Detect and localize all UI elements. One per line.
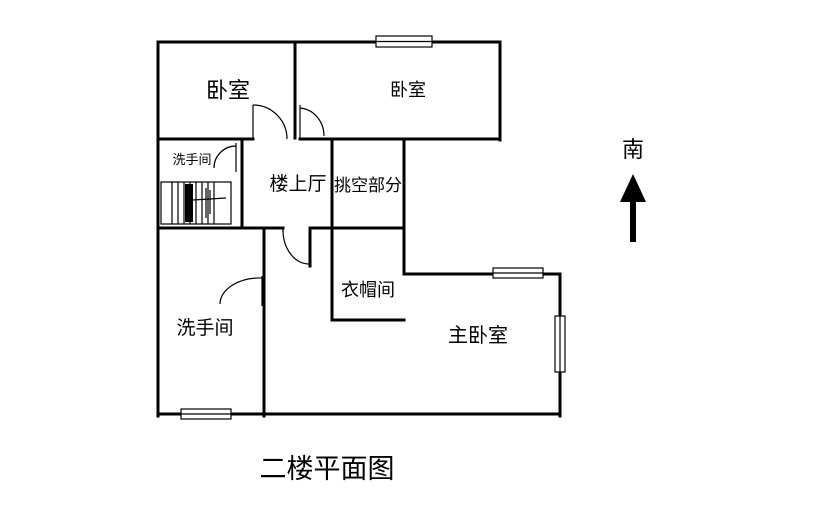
- room-label-master-bedroom: 主卧室: [448, 323, 508, 347]
- doors: [213, 104, 325, 306]
- compass-label: 南: [622, 138, 644, 163]
- room-label-washroom-small: 洗手间: [172, 153, 211, 168]
- north-arrow-icon: [620, 174, 646, 242]
- room-label-void-section: 挑空部分: [334, 176, 402, 196]
- room-label-cloakroom: 衣帽间: [341, 280, 395, 301]
- room-label-bedroom-right: 卧室: [390, 80, 426, 101]
- room-label-washroom-large: 洗手间: [176, 317, 233, 339]
- plan-caption: 二楼平面图: [260, 454, 395, 485]
- room-label-bedroom-left: 卧室: [206, 79, 250, 104]
- staircase: [160, 181, 232, 225]
- windows: [180, 35, 566, 420]
- room-label-upstairs-hall: 楼上厅: [269, 173, 326, 195]
